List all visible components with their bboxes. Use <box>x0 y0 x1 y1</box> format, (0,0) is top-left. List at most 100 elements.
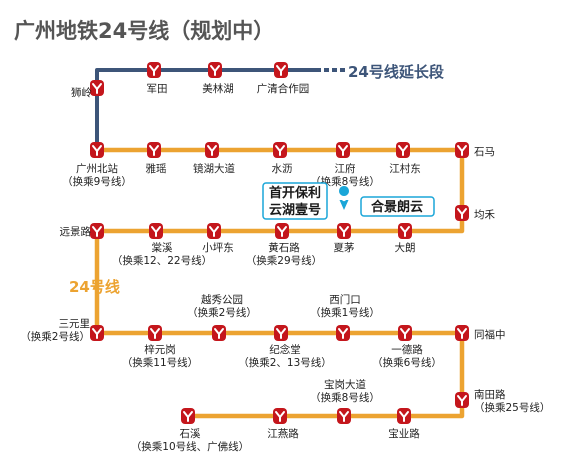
station-name: 狮岭 <box>71 86 92 99</box>
station-huangshi: 黄石路（换乘29号线） <box>246 223 322 267</box>
station-name: 石马 <box>474 146 495 158</box>
station-transfer: （换乘29号线） <box>246 254 322 267</box>
station-tangxi: 棠溪（换乘12、22号线） <box>112 223 212 267</box>
metro-logo-icon <box>398 223 412 239</box>
metro-logo-icon <box>181 408 195 424</box>
annotation-line-1: 首开保利 <box>269 185 321 201</box>
station-nantian: 南田路（换乘25号线） <box>455 388 550 414</box>
station-meilinhu: 美林湖 <box>202 62 234 95</box>
metro-logo-icon <box>147 62 161 78</box>
station-guangzhoubei: 广州北站（换乘9号线） <box>62 142 132 188</box>
extension-line-track <box>95 68 316 145</box>
station-transfer: （换乘6号线） <box>372 356 442 369</box>
station-transfer: （换乘1号线） <box>310 306 380 319</box>
station-yayao: 雅瑶 <box>146 142 167 175</box>
station-transfer: （换乘2号线） <box>187 306 257 319</box>
station-transfer: （换乘8号线） <box>310 391 380 404</box>
station-ximenkou: 西门口（换乘1号线） <box>310 293 380 341</box>
extension-line-label: 24号线延长段 <box>348 63 444 81</box>
metro-logo-icon <box>398 325 412 341</box>
station-shima: 石马 <box>455 142 495 158</box>
station-jiniantang: 纪念堂（换乘2、13号线） <box>238 325 332 369</box>
metro-logo-icon <box>208 62 222 78</box>
station-yide: 一德路（换乘6号线） <box>372 325 442 369</box>
station-sanyuanli: 三元里（换乘2号线） <box>20 318 104 343</box>
annotation-hejing: 合景朗云 <box>360 196 435 217</box>
station-xiamao: 夏茅 <box>334 223 355 254</box>
metro-logo-icon <box>337 223 351 239</box>
station-transfer: （换乘25号线） <box>474 401 550 414</box>
metro-logo-icon <box>148 325 162 341</box>
metro-logo-icon <box>455 205 469 221</box>
station-name: 江村东 <box>389 162 421 175</box>
station-juntian: 军田 <box>147 62 168 95</box>
metro-logo-icon <box>273 408 287 424</box>
station-name: 纪念堂 <box>269 343 301 356</box>
station-transfer: （换乘10号线、广佛线） <box>131 440 249 453</box>
station-yuexiu: 越秀公园（换乘2号线） <box>187 293 257 341</box>
station-name: 水沥 <box>272 163 293 175</box>
station-baogang: 宝岗大道（换乘8号线） <box>310 378 380 424</box>
annotation-line-2: 云湖壹号 <box>269 202 321 218</box>
station-tongfuzhong: 同福中 <box>455 325 506 341</box>
station-name: 一德路 <box>391 343 423 356</box>
station-name: 雅瑶 <box>146 162 167 175</box>
station-dalang: 大朗 <box>395 223 416 254</box>
metro-logo-icon <box>397 408 411 424</box>
annotation-line-1: 合景朗云 <box>371 199 423 215</box>
metro-logo-icon <box>274 62 288 78</box>
station-jiangcundong: 江村东 <box>389 142 421 175</box>
annotation-shoukai: 首开保利 云湖壹号 <box>262 182 328 220</box>
station-jiangyan: 江燕路 <box>267 408 299 440</box>
station-name: 西门口 <box>329 293 361 306</box>
metro-logo-icon <box>455 142 469 158</box>
station-shuili: 水沥 <box>272 142 293 175</box>
station-transfer: （换乘2号线） <box>20 330 90 343</box>
station-shixi: 石溪（换乘10号线、广佛线） <box>131 408 249 453</box>
metro-logo-icon <box>275 223 289 239</box>
metro-logo-icon <box>205 142 219 158</box>
metro-logo-icon <box>207 223 221 239</box>
metro-logo-icon <box>90 80 104 96</box>
station-name: 棠溪 <box>152 241 173 254</box>
station-name: 梓元岗 <box>144 343 176 356</box>
metro-logo-icon <box>90 223 104 239</box>
station-name: 宝岗大道 <box>324 378 366 391</box>
metro-logo-icon <box>273 142 287 158</box>
metro-logo-icon <box>90 142 104 158</box>
metro-logo-icon <box>212 325 226 341</box>
station-xiaopingdong: 小坪东 <box>202 223 234 254</box>
station-transfer: （换乘9号线） <box>62 175 132 188</box>
station-baoye: 宝业路 <box>388 408 420 440</box>
station-name: 江燕路 <box>267 427 299 440</box>
location-pin-icon <box>339 186 350 210</box>
station-name: 江府 <box>335 162 356 175</box>
station-name: 越秀公园 <box>201 293 243 306</box>
station-transfer: （换乘12、22号线） <box>112 254 212 267</box>
station-name: 军田 <box>147 83 168 95</box>
main-line-label: 24号线 <box>69 278 120 296</box>
station-name: 镜湖大道 <box>193 162 235 175</box>
metro-logo-icon <box>147 142 161 158</box>
map-title: 广州地铁24号线（规划中） <box>14 19 274 43</box>
station-transfer: （换乘11号线） <box>122 356 198 369</box>
station-jinghu: 镜湖大道 <box>193 142 235 175</box>
station-name: 大朗 <box>395 241 416 254</box>
station-name: 石溪 <box>180 428 201 440</box>
station-name: 同福中 <box>474 328 506 341</box>
station-name: 美林湖 <box>202 82 234 95</box>
metro-logo-icon <box>455 392 469 408</box>
station-name: 黄石路 <box>268 241 300 254</box>
station-ziyuangang: 梓元岗（换乘11号线） <box>122 325 198 369</box>
station-name: 夏茅 <box>334 242 355 254</box>
metro-logo-icon <box>336 142 350 158</box>
station-name: 三元里 <box>59 318 91 330</box>
station-yuanjing: 远景路 <box>60 223 104 239</box>
metro-logo-icon <box>336 325 350 341</box>
metro-logo-icon <box>149 223 163 239</box>
station-name: 远景路 <box>60 225 92 238</box>
station-guangqing: 广清合作园 <box>257 62 310 95</box>
metro-logo-icon <box>274 325 288 341</box>
station-name: 广清合作园 <box>257 82 310 95</box>
